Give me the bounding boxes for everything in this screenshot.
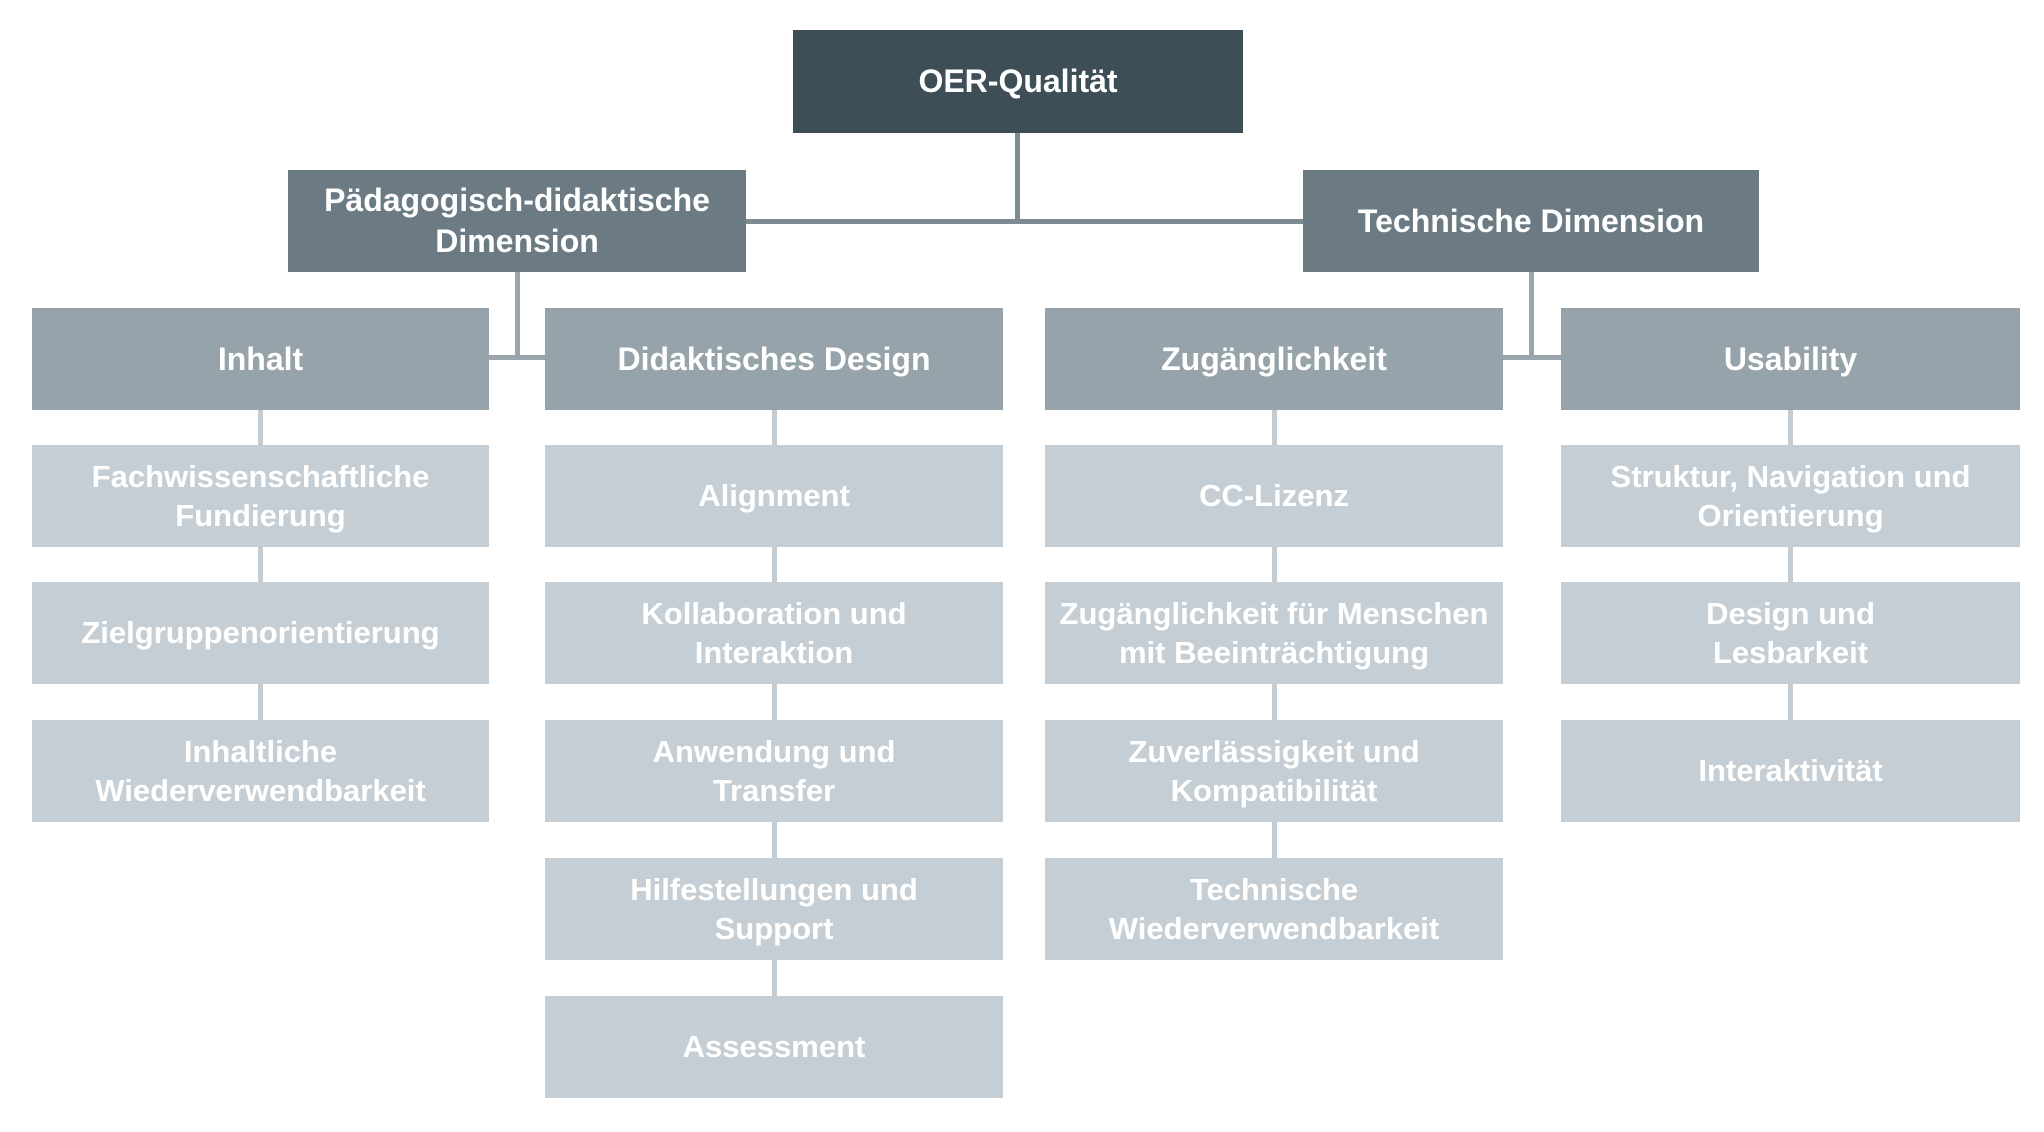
node-fachwissenschaftliche-fundierung: Fachwissenschaftliche Fundierung (32, 445, 489, 547)
node-zuverlaessigkeit-und-kompatibilitaet: Zuverlässigkeit und Kompatibilität (1045, 720, 1503, 822)
connector-col4-seg1 (1788, 410, 1793, 445)
node-didaktisches-design: Didaktisches Design (545, 308, 1003, 410)
connector-col1-seg1 (258, 410, 263, 445)
node-design-und-lesbarkeit: Design und Lesbarkeit (1561, 582, 2020, 684)
connector-root-horizontal (746, 219, 1303, 224)
node-hilfestellungen-und-support: Hilfestellungen und Support (545, 858, 1003, 960)
connector-col2-seg1 (772, 410, 777, 445)
node-inhalt: Inhalt (32, 308, 489, 410)
connector-col4-seg3 (1788, 684, 1793, 720)
node-zugaenglichkeit-fuer-menschen-mit-beeintraechtigung: Zugänglichkeit für Menschen mit Beeinträ… (1045, 582, 1503, 684)
node-oer-qualitaet: OER-Qualität (793, 30, 1243, 133)
node-interaktivitaet: Interaktivität (1561, 720, 2020, 822)
node-assessment: Assessment (545, 996, 1003, 1098)
node-alignment: Alignment (545, 445, 1003, 547)
node-usability: Usability (1561, 308, 2020, 410)
connector-col2-seg2 (772, 547, 777, 582)
connector-col2-seg4 (772, 822, 777, 858)
connector-technische-vertical (1529, 272, 1534, 360)
connector-technische-horizontal (1503, 355, 1561, 360)
connector-col3-seg2 (1272, 547, 1277, 582)
connector-col1-seg3 (258, 684, 263, 720)
connector-col3-seg4 (1272, 822, 1277, 858)
node-technische-dimension: Technische Dimension (1303, 170, 1759, 272)
connector-col3-seg3 (1272, 684, 1277, 720)
connector-root-vertical (1015, 133, 1020, 224)
node-paedagogisch-didaktische-dimension: Pädagogisch-didaktische Dimension (288, 170, 746, 272)
node-struktur-navigation-und-orientierung: Struktur, Navigation und Orientierung (1561, 445, 2020, 547)
node-cc-lizenz: CC-Lizenz (1045, 445, 1503, 547)
connector-col1-seg2 (258, 547, 263, 582)
connector-col2-seg5 (772, 960, 777, 996)
connector-col3-seg1 (1272, 410, 1277, 445)
node-zielgruppenorientierung: Zielgruppenorientierung (32, 582, 489, 684)
connector-col4-seg2 (1788, 547, 1793, 582)
node-kollaboration-und-interaktion: Kollaboration und Interaktion (545, 582, 1003, 684)
connector-col2-seg3 (772, 684, 777, 720)
node-anwendung-und-transfer: Anwendung und Transfer (545, 720, 1003, 822)
node-technische-wiederverwendbarkeit: Technische Wiederverwendbarkeit (1045, 858, 1503, 960)
node-inhaltliche-wiederverwendbarkeit: Inhaltliche Wiederverwendbarkeit (32, 720, 489, 822)
connector-paedagogisch-horizontal (489, 355, 545, 360)
connector-paedagogisch-vertical (515, 272, 520, 360)
node-zugaenglichkeit: Zugänglichkeit (1045, 308, 1503, 410)
